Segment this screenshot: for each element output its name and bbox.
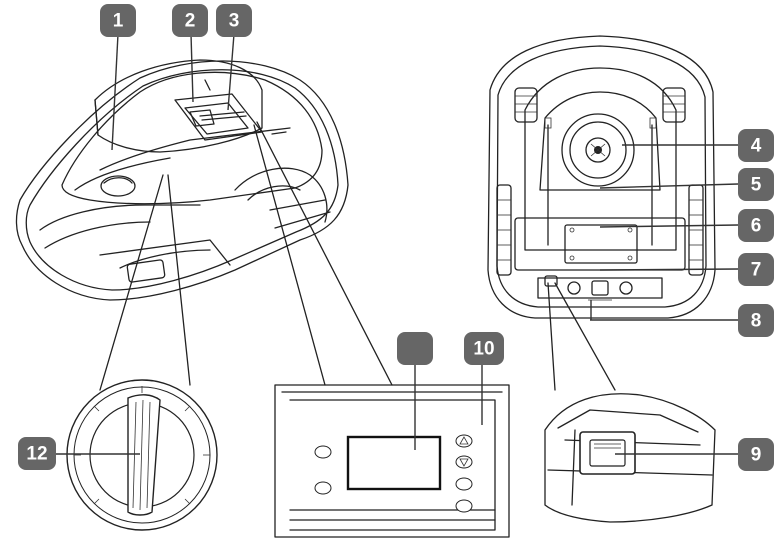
zoom-lines	[99, 121, 616, 391]
svg-text:8: 8	[751, 311, 762, 332]
svg-text:7: 7	[751, 260, 762, 281]
callout-9: 9	[738, 438, 774, 471]
callout-badges: 1 2 3 4 5 6 7 8	[18, 4, 774, 471]
panel-button-left-1	[314, 445, 332, 459]
svg-text:10: 10	[473, 339, 494, 360]
control-panel-illustration	[274, 384, 510, 538]
display-screen	[346, 435, 442, 491]
svg-text:5: 5	[751, 175, 762, 196]
callout-8: 8	[738, 304, 774, 337]
leader-lines	[54, 33, 739, 455]
svg-text:12: 12	[26, 444, 47, 465]
mower-top-view-illustration	[15, 59, 349, 301]
callout-7: 7	[738, 253, 774, 286]
svg-text:2: 2	[185, 11, 196, 32]
svg-text:1: 1	[113, 11, 124, 32]
callout-10: 10	[464, 332, 504, 365]
svg-text:3: 3	[229, 11, 240, 32]
callout-6: 6	[738, 209, 774, 242]
height-adjust-dial-illustration	[66, 379, 218, 531]
callout-1: 1	[100, 4, 136, 37]
svg-text:4: 4	[751, 136, 762, 157]
panel-button-left-2	[314, 481, 332, 495]
svg-text:9: 9	[751, 445, 762, 466]
panel-button-right-4	[455, 499, 473, 513]
stop-button-illustration	[544, 393, 716, 523]
callout-11	[397, 332, 433, 365]
callout-4: 4	[738, 129, 774, 162]
mower-underside-illustration	[487, 35, 716, 319]
svg-text:6: 6	[751, 216, 762, 237]
callout-12: 12	[18, 437, 56, 470]
callout-5: 5	[738, 168, 774, 201]
callout-2: 2	[172, 4, 208, 37]
callout-3: 3	[216, 4, 252, 37]
panel-button-right-3	[455, 477, 473, 491]
